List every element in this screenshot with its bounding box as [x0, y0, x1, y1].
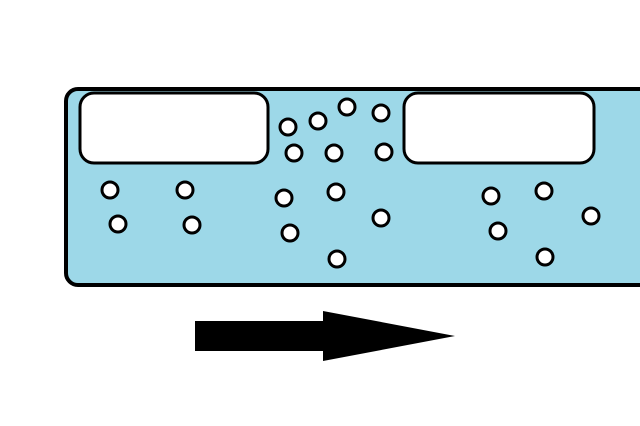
obstacle-block-left	[78, 91, 270, 165]
bubble	[534, 181, 554, 201]
bubble	[535, 247, 555, 267]
bubble	[274, 188, 294, 208]
bubble	[481, 186, 501, 206]
bubble	[308, 111, 328, 131]
bubble	[284, 143, 304, 163]
bubble	[371, 103, 391, 123]
bubble	[100, 180, 120, 200]
bubble	[182, 215, 202, 235]
bubble	[175, 180, 195, 200]
bubble	[374, 142, 394, 162]
bubble	[278, 117, 298, 137]
bubble	[108, 214, 128, 234]
bubble-group	[100, 97, 601, 269]
bubble	[581, 206, 601, 226]
flow-direction-arrow	[195, 311, 455, 361]
bubble	[371, 208, 391, 228]
bubble	[337, 97, 357, 117]
bubble	[326, 182, 346, 202]
bubble	[280, 223, 300, 243]
bubble	[324, 143, 344, 163]
bubble	[488, 221, 508, 241]
obstacle-block-right	[402, 91, 596, 165]
bubble	[327, 249, 347, 269]
